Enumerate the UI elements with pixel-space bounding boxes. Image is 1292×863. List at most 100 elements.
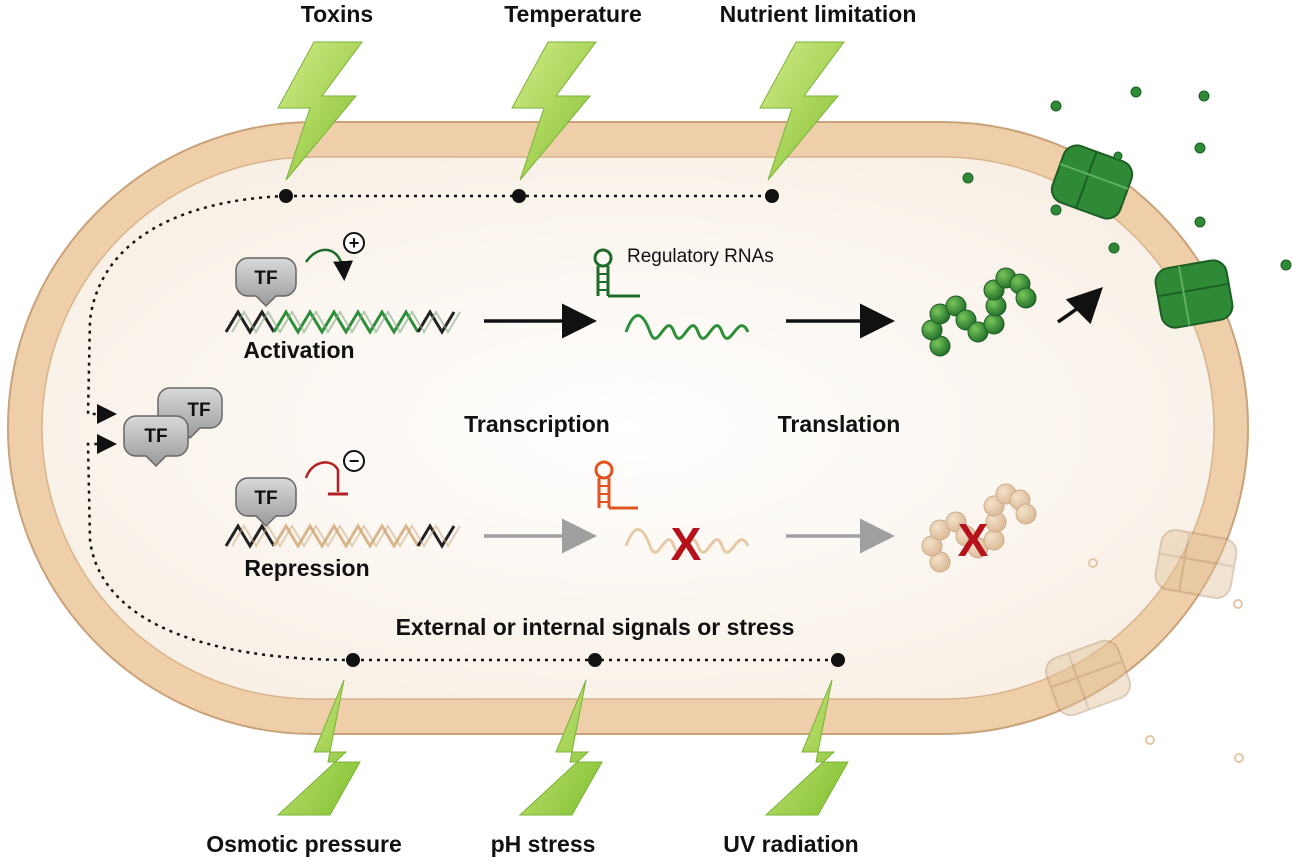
transporter-body	[1044, 639, 1132, 717]
transporter-seam	[1050, 660, 1123, 689]
hairpin-loop	[593, 248, 613, 268]
mrna-active	[624, 314, 750, 340]
stressor-label-nutrient: Nutrient limitation	[720, 1, 917, 27]
protein-bead	[983, 313, 1005, 335]
tf-activator-icon	[235, 257, 297, 308]
lightning-bolt-icon-toxins	[277, 41, 363, 181]
membrane-transporters	[1044, 144, 1238, 717]
molecule-dot	[1145, 735, 1155, 745]
molecule-dot	[1194, 142, 1206, 154]
dna-strand-tan	[272, 523, 420, 549]
signal-node	[831, 653, 845, 667]
dna-strand-back	[231, 524, 461, 548]
protein-bead	[1015, 287, 1037, 309]
regulatory-rna-hairpin-repressor	[594, 460, 638, 510]
free-tf-pair: TF TF	[123, 387, 223, 468]
molecule-dot	[1194, 216, 1206, 228]
transporter-body	[1154, 529, 1238, 599]
transporter-body	[1154, 259, 1234, 329]
stressor-label-temperature: Temperature	[504, 1, 642, 27]
transporter-seam	[1159, 552, 1235, 568]
stressor-label-toxins: Toxins	[301, 1, 373, 27]
tf-label: TF	[187, 400, 210, 421]
bottom-signal-to-tf-path	[86, 434, 354, 662]
molecule-dot	[1233, 599, 1243, 609]
signal-node	[588, 653, 602, 667]
translation-label: Translation	[778, 411, 901, 437]
transporter-active	[1154, 259, 1234, 329]
molecule-dot	[1130, 86, 1142, 98]
regulatory-rnas-label: Regulatory RNAs	[627, 246, 774, 267]
exported-molecules	[962, 86, 1292, 271]
dna-strand-back	[231, 310, 461, 334]
lightning-bolt-icon-nutrient	[759, 41, 845, 181]
dna-strand-right	[416, 309, 456, 335]
tf-label: TF	[254, 268, 277, 289]
tf-label: TF	[144, 426, 167, 447]
signal-node	[765, 189, 779, 203]
signal-nodes	[279, 189, 845, 667]
export-arrow	[1056, 287, 1103, 325]
transporter-seam	[1177, 532, 1191, 592]
molecule-dot	[1113, 151, 1123, 161]
mrna-repressed	[624, 528, 750, 554]
activation-label: Activation	[243, 337, 354, 363]
protein-bead	[1015, 503, 1037, 525]
inactive-molecules	[1088, 558, 1244, 763]
transporter-body	[1050, 144, 1134, 220]
transporter-seam	[1075, 151, 1098, 209]
signal-node	[512, 189, 526, 203]
stressor-label-osmotic: Osmotic pressure	[206, 831, 402, 857]
transporter-active	[1050, 144, 1134, 220]
molecule-dot	[1050, 100, 1062, 112]
repression-row: TF − Repression X	[224, 450, 1037, 581]
molecule-dot	[1234, 753, 1244, 763]
transporter-inactive	[1044, 639, 1132, 717]
transporter-seam	[1059, 163, 1129, 190]
signal-node	[346, 653, 360, 667]
molecule-dot	[1050, 204, 1062, 216]
minus-symbol: −	[349, 451, 360, 471]
stressor-label-ph: pH stress	[491, 831, 596, 857]
molecule-dot	[1108, 242, 1120, 254]
tf-label: TF	[254, 488, 277, 509]
molecule-dot	[1198, 90, 1210, 102]
dna-strand-left	[224, 309, 276, 335]
dna-strand-left	[224, 523, 276, 549]
protein-chain-repressed	[921, 483, 1037, 573]
bacterial-cell	[7, 121, 1249, 735]
molecule-dot	[1280, 259, 1292, 271]
repression-arc	[304, 461, 340, 492]
signal-node	[279, 189, 293, 203]
stressor-label-uv: UV radiation	[723, 831, 858, 857]
lightning-bolt-icon-ph	[518, 679, 603, 816]
cell-interior	[41, 156, 1215, 700]
activation-arrow	[304, 248, 354, 281]
dna-active	[224, 309, 461, 335]
blocked-mark-transcript: X	[671, 518, 702, 570]
transporter-seam	[1157, 282, 1229, 298]
hairpin-loop	[594, 460, 614, 480]
molecule-dot	[1088, 558, 1098, 568]
transporter-inactive	[1154, 529, 1238, 599]
blocked-mark-protein: X	[958, 514, 989, 566]
protein-chain-active	[921, 267, 1037, 357]
plus-icon	[343, 232, 365, 254]
transporter-seam	[1067, 652, 1090, 710]
plus-symbol: +	[349, 233, 360, 253]
transcription-label: Transcription	[464, 411, 610, 437]
tf-icon	[123, 415, 189, 468]
minus-icon	[343, 450, 365, 472]
molecule-dot	[962, 172, 974, 184]
dna-strand-right	[416, 523, 456, 549]
dna-repressed	[224, 523, 461, 549]
lightning-bolt-icon-osmotic	[276, 679, 361, 816]
stress-bolts	[276, 41, 849, 816]
lightning-bolt-icon-uv	[764, 679, 849, 816]
repression-label: Repression	[244, 555, 369, 581]
regulatory-rna-hairpin-active	[593, 248, 640, 298]
stress-labels: Toxins Temperature Nutrient limitation O…	[206, 1, 916, 857]
lightning-bolt-icon-temperature	[511, 41, 597, 181]
dna-strand-green	[272, 309, 420, 335]
